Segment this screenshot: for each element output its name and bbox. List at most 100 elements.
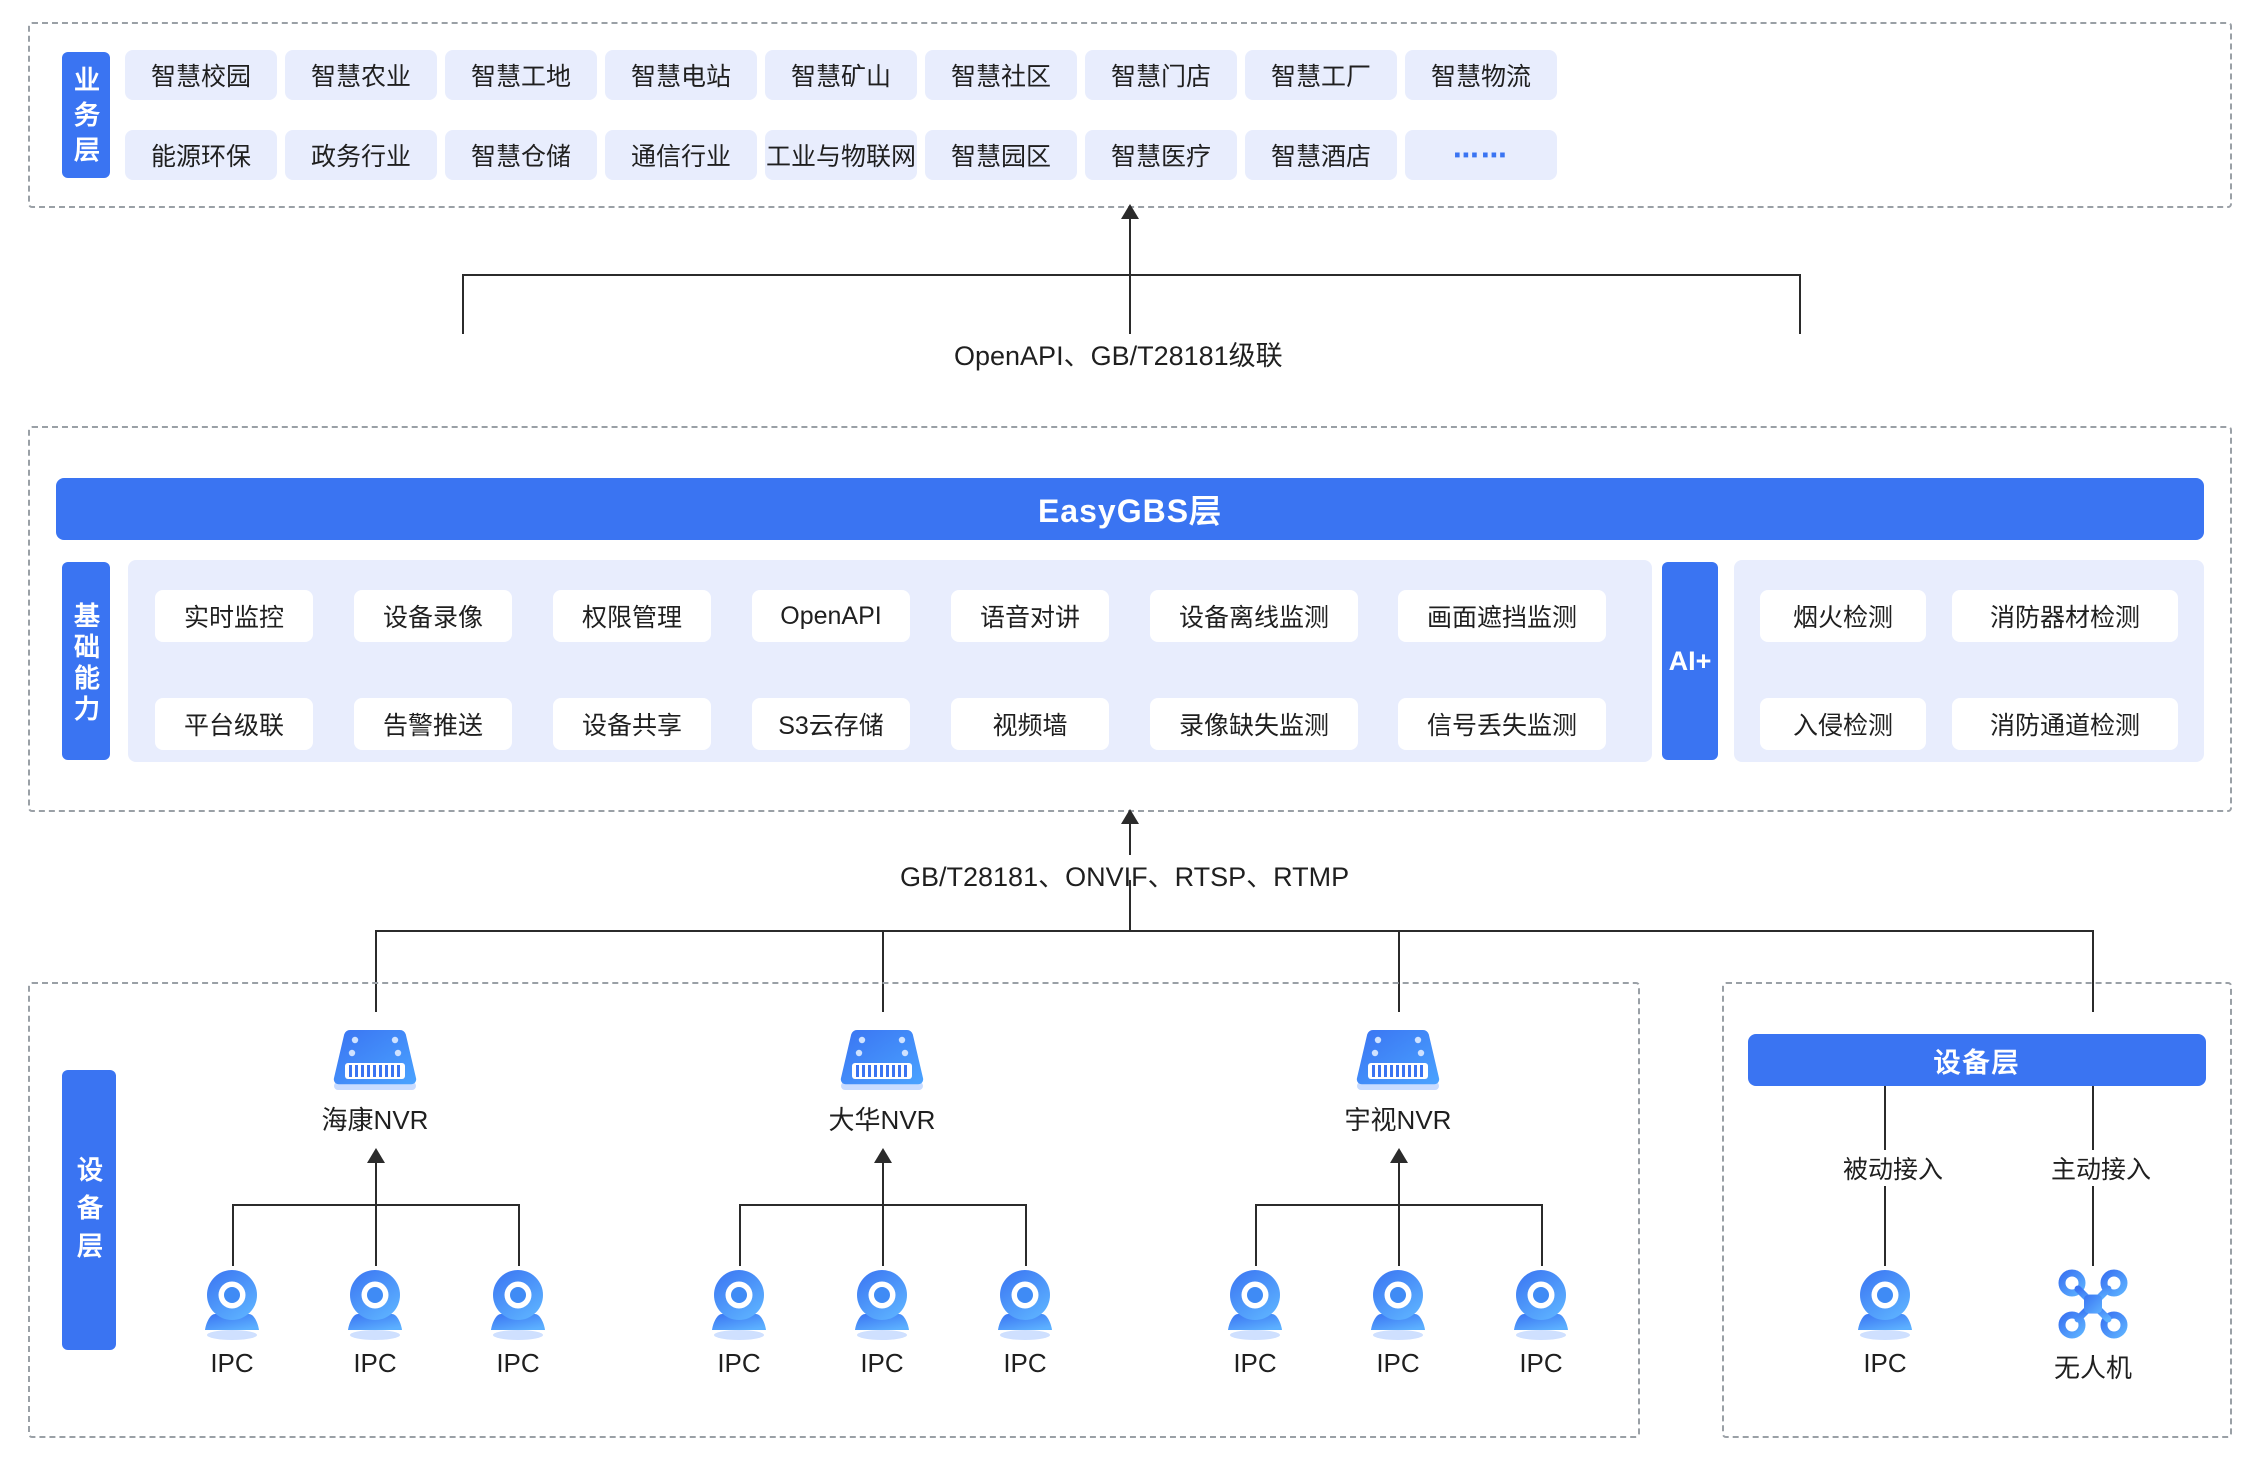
ipc-label: IPC [1003,1348,1047,1378]
business-chip[interactable]: 智慧农业 [285,50,437,100]
device-layer-right-container [1722,982,2232,1438]
drone-icon[interactable] [2057,1268,2129,1340]
capability-chip[interactable]: OpenAPI [752,590,910,642]
business-chip[interactable]: 智慧酒店 [1245,130,1397,180]
capability-chip[interactable]: 录像缺失监测 [1150,698,1358,750]
ipc-camera-icon[interactable] [1224,1268,1286,1340]
access-mode-label: 被动接入 [1813,1150,1973,1186]
connector-top-stem-upper [1129,215,1131,275]
nvr-label: 宇视NVR [1344,1105,1452,1135]
ipc-label: IPC [496,1348,540,1378]
ipc-label: IPC [353,1348,397,1378]
capability-chip[interactable]: 视频墙 [951,698,1109,750]
ipc-camera-icon[interactable] [344,1268,406,1340]
connector-top-arrow-icon [1121,204,1139,219]
business-chip[interactable]: 智慧社区 [925,50,1077,100]
ipc-camera-icon[interactable] [1510,1268,1572,1340]
business-chip[interactable]: 智慧物流 [1405,50,1557,100]
business-chip[interactable]: 通信行业 [605,130,757,180]
business-chip[interactable]: 智慧矿山 [765,50,917,100]
connector-top-stem-right [1799,274,1801,334]
ai-chip[interactable]: 入侵检测 [1760,698,1926,750]
nvr-icon[interactable] [1351,1026,1445,1092]
business-chip[interactable]: 智慧校园 [125,50,277,100]
camera-branch [1025,1204,1027,1266]
capability-chip[interactable]: 设备录像 [354,590,512,642]
nvr-label: 大华NVR [828,1105,936,1135]
business-chip[interactable]: 智慧仓储 [445,130,597,180]
business-chip[interactable]: 政务行业 [285,130,437,180]
connector-bottom-branch-nvr3 [1398,930,1400,1012]
camera-branch [232,1204,234,1266]
capability-layer-side-label: 基础能力 [62,562,110,760]
device-layer-side-label: 设备层 [62,1070,116,1350]
nvr-uplink-stem [1398,1163,1400,1205]
nvr-icon[interactable] [328,1026,422,1092]
camera-branch [518,1204,520,1266]
camera-branch [1255,1204,1257,1266]
ai-plus-tab[interactable]: AI+ [1662,562,1718,760]
business-chip[interactable]: 智慧园区 [925,130,1077,180]
capability-chip[interactable]: 语音对讲 [951,590,1109,642]
camera-branch [1541,1204,1543,1266]
ipc-label: IPC [210,1348,254,1378]
connector-bottom-branch-nvr2 [882,930,884,1012]
connector-bottom-stem-upper [1129,820,1131,880]
ipc-camera-icon[interactable] [487,1268,549,1340]
camera-branch [375,1204,377,1266]
connector-top-bus [462,274,1800,276]
ipc-camera-icon[interactable] [994,1268,1056,1340]
ai-chip[interactable]: 烟火检测 [1760,590,1926,642]
nvr-label: 海康NVR [321,1105,429,1135]
camera-branch [882,1204,884,1266]
capability-chip[interactable]: 实时监控 [155,590,313,642]
business-chip[interactable]: 能源环保 [125,130,277,180]
capability-chip[interactable]: 设备离线监测 [1150,590,1358,642]
ipc-camera-icon[interactable] [1367,1268,1429,1340]
capability-chip[interactable]: 信号丢失监测 [1398,698,1606,750]
ipc-label: IPC [1519,1348,1563,1378]
camera-branch [1398,1204,1400,1266]
device-layer-left-container [28,982,1640,1438]
ipc-label: IPC [860,1348,904,1378]
access-mode-label: 主动接入 [2021,1150,2181,1186]
business-chip[interactable]: 智慧工地 [445,50,597,100]
connector-top-stem-left [462,274,464,334]
capability-chip[interactable]: 平台级联 [155,698,313,750]
connector-bottom-bus [375,930,2092,932]
connector-bottom-branch-right [2092,930,2094,1012]
ipc-camera-icon[interactable] [201,1268,263,1340]
capability-chip[interactable]: 画面遮挡监测 [1398,590,1606,642]
capability-chip[interactable]: 设备共享 [553,698,711,750]
easygbs-title-bar[interactable]: EasyGBS层 [56,478,2204,540]
business-chip[interactable]: 智慧医疗 [1085,130,1237,180]
business-layer-side-label: 业务层 [62,52,110,178]
business-chip-more[interactable]: ⋯⋯ [1405,130,1557,180]
nvr-icon[interactable] [835,1026,929,1092]
capability-chip[interactable]: 权限管理 [553,590,711,642]
nvr-uplink-arrow-icon [874,1148,892,1163]
ipc-label: IPC [1863,1348,1907,1378]
business-chip[interactable]: 智慧电站 [605,50,757,100]
device-layer-title-bar[interactable]: 设备层 [1748,1034,2206,1086]
ai-chip[interactable]: 消防通道检测 [1952,698,2178,750]
business-chip[interactable]: 智慧门店 [1085,50,1237,100]
connector-top-stem-center [1129,274,1131,334]
connector-bottom-branch-nvr1 [375,930,377,1012]
business-chip[interactable]: 智慧工厂 [1245,50,1397,100]
nvr-uplink-stem [882,1163,884,1205]
ipc-label: IPC [1233,1348,1277,1378]
ipc-label: IPC [717,1348,761,1378]
connector-bottom-stem-center [1129,880,1131,930]
connector-bottom-label: GB/T28181、ONVIF、RTSP、RTMP [890,855,1360,894]
ipc-camera-icon[interactable] [851,1268,913,1340]
ai-chip[interactable]: 消防器材检测 [1952,590,2178,642]
camera-branch [739,1204,741,1266]
ipc-label: IPC [1376,1348,1420,1378]
ipc-camera-icon[interactable] [708,1268,770,1340]
ipc-camera-icon[interactable] [1854,1268,1916,1340]
business-chip[interactable]: 工业与物联网 [765,130,917,180]
nvr-uplink-arrow-icon [1390,1148,1408,1163]
capability-chip[interactable]: 告警推送 [354,698,512,750]
capability-chip[interactable]: S3云存储 [752,698,910,750]
